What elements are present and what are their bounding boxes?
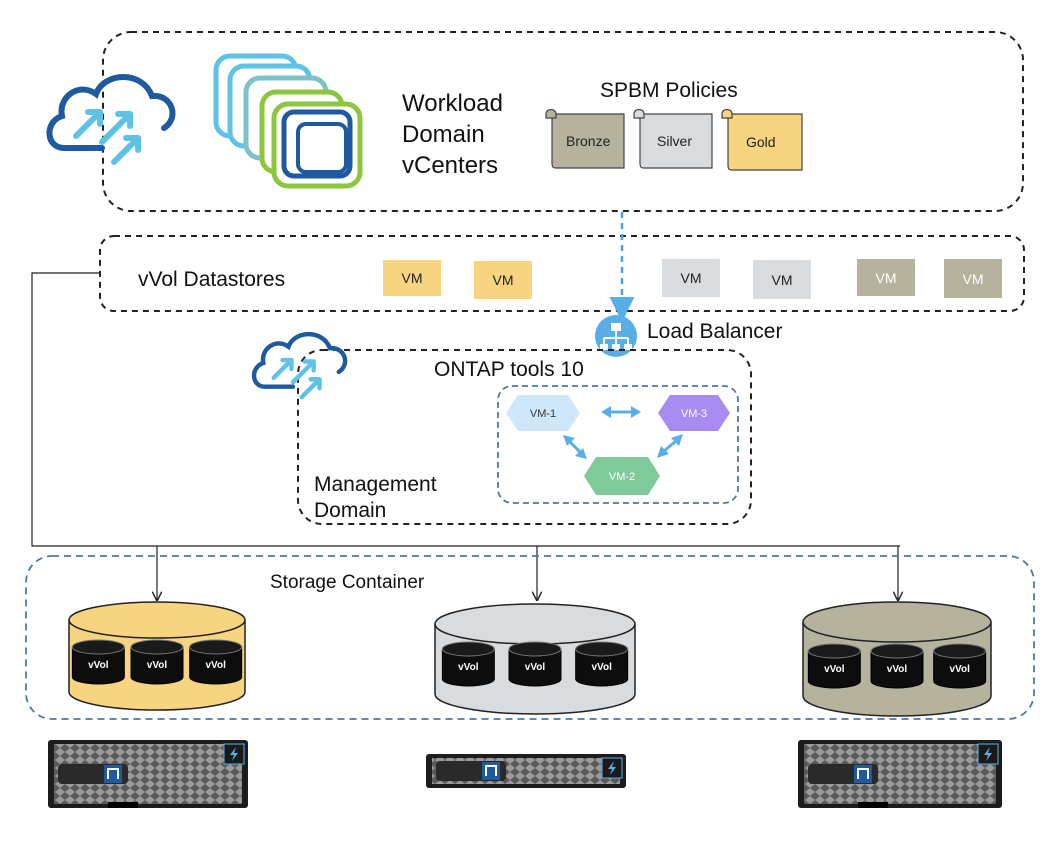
storage-pool-1: vVol vVol vVol bbox=[68, 601, 246, 711]
vvol-disk: vVol bbox=[441, 641, 495, 687]
storage-array-3 bbox=[798, 740, 1002, 808]
policy-silver-label: Silver bbox=[657, 133, 692, 149]
vvol-disk: vVol bbox=[130, 639, 184, 685]
workload-title-line-1: Workload bbox=[402, 90, 503, 117]
policy-gold-label: Gold bbox=[746, 134, 776, 150]
datastore-vm-3-label: VM bbox=[681, 270, 702, 286]
datastore-vm-5: VM bbox=[857, 259, 915, 296]
vvol-disk: vVol bbox=[807, 643, 861, 689]
vm-1-label: VM-1 bbox=[530, 408, 556, 420]
datastore-vm-2-label: VM bbox=[493, 272, 514, 288]
vvol-disk: vVol bbox=[870, 643, 924, 689]
policy-gold: Gold bbox=[721, 108, 803, 171]
lightning-icon bbox=[984, 747, 992, 761]
datastore-vm-4-label: VM bbox=[772, 272, 793, 288]
vm-1-node: VM-1 bbox=[506, 395, 580, 431]
load-balancer-icon bbox=[595, 315, 637, 357]
vvol-disk: vVol bbox=[508, 641, 562, 687]
vvol-label: vVol bbox=[949, 664, 970, 675]
datastore-vm-2: VM bbox=[474, 261, 532, 299]
vm-link-arrows bbox=[563, 406, 683, 459]
cloud-icon bbox=[46, 74, 176, 165]
netapp-logo-icon bbox=[854, 765, 872, 783]
vvol-disk: vVol bbox=[189, 639, 243, 685]
vvol-label: vVol bbox=[147, 660, 168, 671]
workload-domain-box bbox=[102, 31, 1024, 212]
netapp-logo-icon bbox=[104, 765, 122, 783]
management-domain-line-1: Management bbox=[314, 473, 437, 496]
vm-2-node: VM-2 bbox=[584, 457, 660, 495]
datastore-vm-4: VM bbox=[753, 260, 811, 299]
storage-array-2 bbox=[426, 754, 626, 788]
vm-3-node: VM-3 bbox=[658, 395, 730, 431]
vm-2-label: VM-2 bbox=[609, 471, 635, 483]
vvol-label: vVol bbox=[458, 662, 479, 673]
datastore-vm-6: VM bbox=[944, 259, 1002, 298]
storage-container-label: Storage Container bbox=[270, 572, 425, 593]
ontap-tools-title: ONTAP tools 10 bbox=[434, 358, 584, 381]
storage-container-box bbox=[25, 555, 1035, 720]
vvol-label: vVol bbox=[591, 662, 612, 673]
lightning-icon bbox=[230, 747, 238, 761]
vvol-label: vVol bbox=[525, 662, 546, 673]
vvol-label: vVol bbox=[88, 660, 109, 671]
datastore-vm-1: VM bbox=[383, 260, 441, 296]
ontap-cluster-box bbox=[497, 385, 739, 504]
workload-title-line-3: vCenters bbox=[402, 152, 498, 179]
cloud-icon-small bbox=[251, 332, 348, 400]
spbm-title: SPBM Policies bbox=[600, 79, 738, 102]
vvol-disk: vVol bbox=[933, 643, 987, 689]
lightning-icon bbox=[608, 761, 616, 775]
vm-3-label: VM-3 bbox=[681, 408, 707, 420]
connector-lines bbox=[31, 272, 900, 600]
vvol-disk: vVol bbox=[71, 639, 125, 685]
vvol-label: vVol bbox=[887, 664, 908, 675]
vcenter-stack-icon bbox=[213, 53, 363, 189]
vvol-label: vVol bbox=[824, 664, 845, 675]
load-balancer-label: Load Balancer bbox=[647, 320, 782, 343]
management-domain-box bbox=[297, 349, 752, 525]
netapp-logo-icon bbox=[482, 762, 500, 780]
vvol-datastores-label: vVol Datastores bbox=[138, 268, 285, 291]
policy-bronze-label: Bronze bbox=[566, 133, 611, 149]
storage-array-1 bbox=[48, 740, 248, 808]
datastore-vm-6-label: VM bbox=[963, 271, 984, 287]
storage-pool-3: vVol vVol vVol bbox=[802, 601, 992, 717]
workload-title-line-2: Domain bbox=[402, 121, 485, 148]
management-domain-line-2: Domain bbox=[314, 499, 386, 522]
policy-bronze: Bronze bbox=[545, 108, 625, 169]
vvol-disk: vVol bbox=[575, 641, 629, 687]
datastore-vm-1-label: VM bbox=[402, 270, 423, 286]
policy-silver: Silver bbox=[633, 108, 713, 169]
datastore-vm-5-label: VM bbox=[876, 270, 897, 286]
datastore-vm-3: VM bbox=[662, 259, 720, 297]
vvol-label: vVol bbox=[205, 660, 226, 671]
storage-pool-2: vVol vVol vVol bbox=[434, 603, 636, 715]
